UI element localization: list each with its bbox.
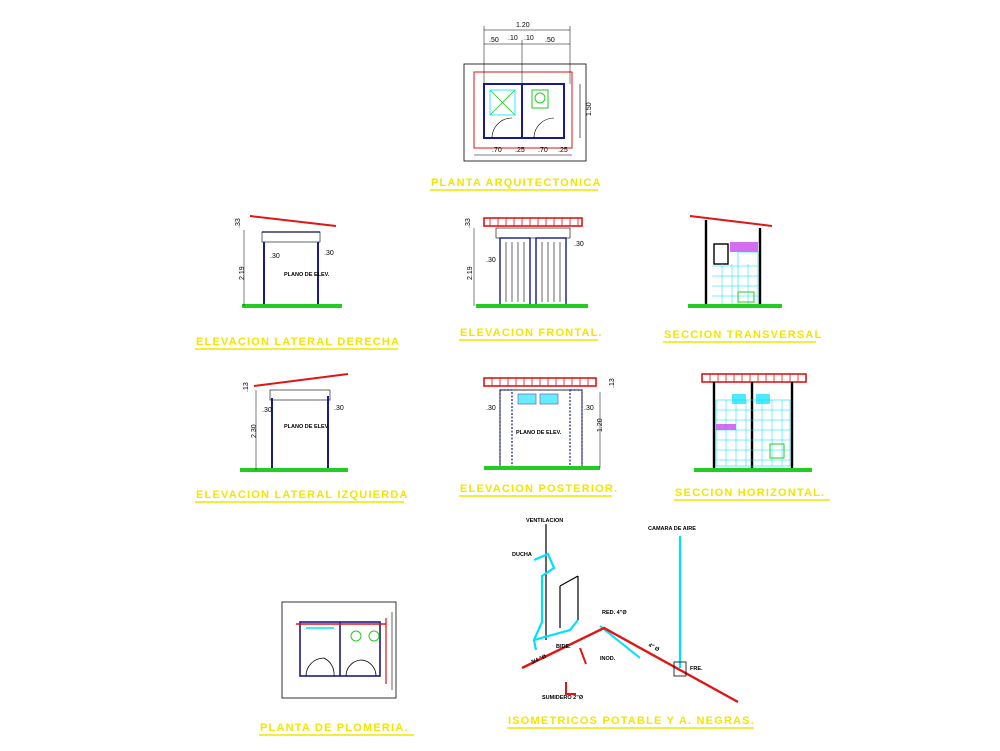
dim-bottom-b: .25 — [515, 147, 525, 154]
title-seccion-transversal: SECCION TRANSVERSAL — [664, 329, 822, 341]
label-der-plano: PLANO DE ELEV. — [284, 272, 330, 278]
title-elevacion-lateral-derecha: ELEVACION LATERAL DERECHA — [196, 336, 400, 348]
dim-top-b: .10 — [508, 35, 518, 42]
elevacion-lateral-derecha: 2.19 .33 .30 .30 PLANO DE ELEV. ELEVACIO… — [195, 215, 400, 350]
label-bidet: BIDE. — [556, 644, 571, 650]
label-pipe-4: 4" Ø — [647, 642, 661, 653]
dim-bottom-d: .25 — [558, 147, 568, 154]
label-camara-aire: CAMARA DE AIRE — [648, 526, 696, 532]
dim-top-total: 1.20 — [516, 22, 530, 29]
label-post-plano: PLANO DE ELEV. — [516, 430, 562, 436]
label-inod: INOD. — [600, 656, 616, 662]
label-pipe-34: 3/4 "Ø — [530, 654, 548, 666]
elevacion-posterior: 1.20 .13 .30 .30 PLANO DE ELEV. ELEVACIO… — [459, 377, 618, 497]
dim-side-right: 1.50 — [586, 102, 593, 116]
label-sumidero: SUMIDERO 2"Ø — [542, 695, 584, 701]
dim-izq-30a: .30 — [262, 407, 272, 414]
dim-post-120: 1.20 — [597, 418, 604, 432]
dim-post-13: .13 — [609, 378, 616, 388]
dim-der-30b: .30 — [324, 250, 334, 257]
title-planta-plomeria: PLANTA DE PLOMERIA. — [260, 722, 409, 734]
dim-izq-230: 2.30 — [251, 424, 258, 438]
dim-fr-30a: .30 — [486, 257, 496, 264]
dim-bottom-c: .70 — [538, 147, 548, 154]
dim-post-30a: .30 — [486, 405, 496, 412]
seccion-horizontal: SECCION HORIZONTAL. — [674, 373, 830, 501]
dim-izq-13: .13 — [243, 382, 250, 392]
planta-arquitectonica: 1.20 .50 .10 .50 .10 1.50 .70 .25 .70 .2… — [430, 22, 602, 191]
label-fregadero: FRE. — [690, 666, 703, 672]
label-izq-plano: PLANO DE ELEV. — [284, 424, 330, 430]
elevacion-lateral-izquierda: 2.30 .13 .30 .30 PLANO DE ELEV. ELEVACIO… — [195, 373, 409, 503]
dim-top-a: .50 — [489, 37, 499, 44]
dim-der-219: 2.19 — [239, 266, 246, 280]
dim-izq-30b: .30 — [334, 405, 344, 412]
dim-fr-33: .33 — [465, 218, 472, 228]
planta-plomeria: PLANTA DE PLOMERIA. — [259, 601, 414, 736]
dim-top-d: .10 — [524, 35, 534, 42]
title-elevacion-frontal: ELEVACION FRONTAL. — [460, 327, 603, 339]
dim-top-c: .50 — [545, 37, 555, 44]
dim-bottom-a: .70 — [492, 147, 502, 154]
title-elevacion-posterior: ELEVACION POSTERIOR. — [460, 483, 618, 495]
isometricos: VENTILACION DUCHA CAMARA DE AIRE RED. 4"… — [507, 518, 755, 729]
title-seccion-horizontal: SECCION HORIZONTAL. — [675, 487, 825, 499]
label-red: RED. 4"Ø — [602, 610, 627, 616]
title-isometricos: ISOMETRICOS POTABLE Y A. NEGRAS. — [508, 715, 755, 727]
dim-post-30b: .30 — [584, 405, 594, 412]
label-ducha: DUCHA — [512, 552, 532, 558]
elevacion-frontal: 2.19 .33 .30 .30 ELEVACION FRONTAL. — [459, 217, 603, 341]
seccion-transversal: SECCION TRANSVERSAL — [663, 215, 822, 343]
title-planta-arquitectonica: PLANTA ARQUITECTONICA — [431, 177, 602, 189]
dim-fr-30b: .30 — [574, 241, 584, 248]
dim-der-33: .33 — [235, 218, 242, 228]
label-ventilacion: VENTILACION — [526, 518, 563, 524]
title-elevacion-lateral-izquierda: ELEVACION LATERAL IZQUIERDA — [196, 489, 409, 501]
dim-der-30a: .30 — [270, 253, 280, 260]
dim-fr-219: 2.19 — [467, 266, 474, 280]
